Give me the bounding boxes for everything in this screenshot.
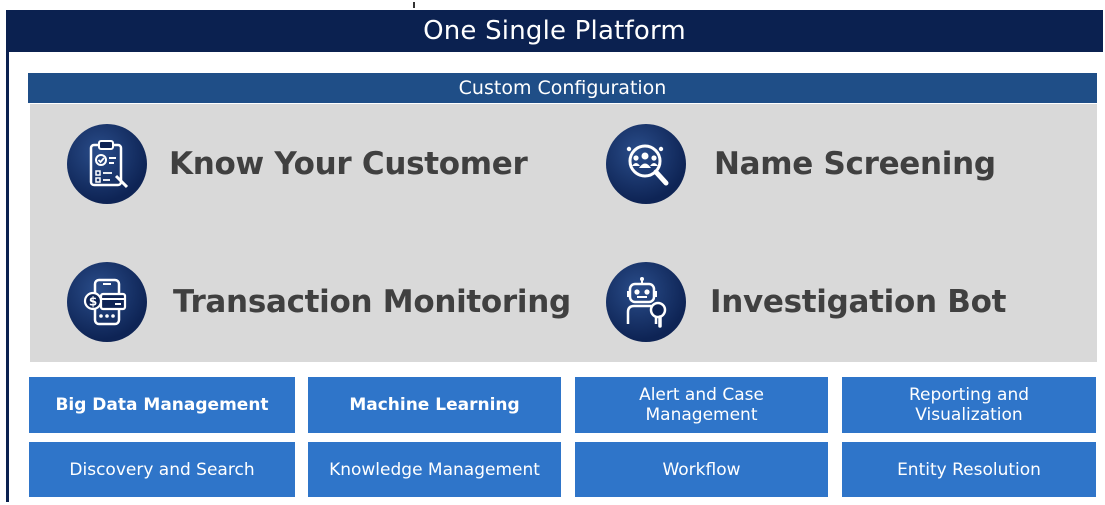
- modules-panel: [30, 104, 1097, 362]
- module-name-screening: Name Screening: [606, 124, 996, 204]
- module-transaction-monitoring: $ Transaction Monitoring: [67, 262, 571, 342]
- platform-title: One Single Platform: [423, 16, 686, 46]
- phone-payment-icon: $: [67, 262, 147, 342]
- kyc-clipboard-icon: [67, 124, 147, 204]
- module-label: Investigation Bot: [710, 284, 1007, 320]
- module-label: Know Your Customer: [169, 146, 528, 182]
- tile-reporting-and-visualization: Reporting and Visualization: [842, 377, 1096, 433]
- module-know-your-customer: Know Your Customer: [67, 124, 528, 204]
- svg-text:$: $: [89, 295, 97, 309]
- platform-title-bar: One Single Platform: [6, 10, 1103, 52]
- custom-configuration-label: Custom Configuration: [458, 77, 667, 99]
- module-investigation-bot: Investigation Bot: [606, 262, 1006, 342]
- module-label: Name Screening: [714, 146, 996, 182]
- robot-magnifier-icon: [606, 262, 686, 342]
- tile-workflow: Workflow: [575, 442, 828, 497]
- tile-big-data-management: Big Data Management: [29, 377, 295, 433]
- tile-knowledge-management: Knowledge Management: [308, 442, 561, 497]
- people-magnifier-icon: [606, 124, 686, 204]
- custom-configuration-bar: Custom Configuration: [28, 73, 1097, 103]
- left-border-line: [6, 52, 9, 502]
- tile-discovery-and-search: Discovery and Search: [29, 442, 295, 497]
- tile-machine-learning: Machine Learning: [308, 377, 561, 433]
- tile-alert-and-case-management: Alert and Case Management: [575, 377, 828, 433]
- tile-entity-resolution: Entity Resolution: [842, 442, 1096, 497]
- top-tick-mark: [413, 2, 415, 8]
- module-label: Transaction Monitoring: [173, 284, 571, 320]
